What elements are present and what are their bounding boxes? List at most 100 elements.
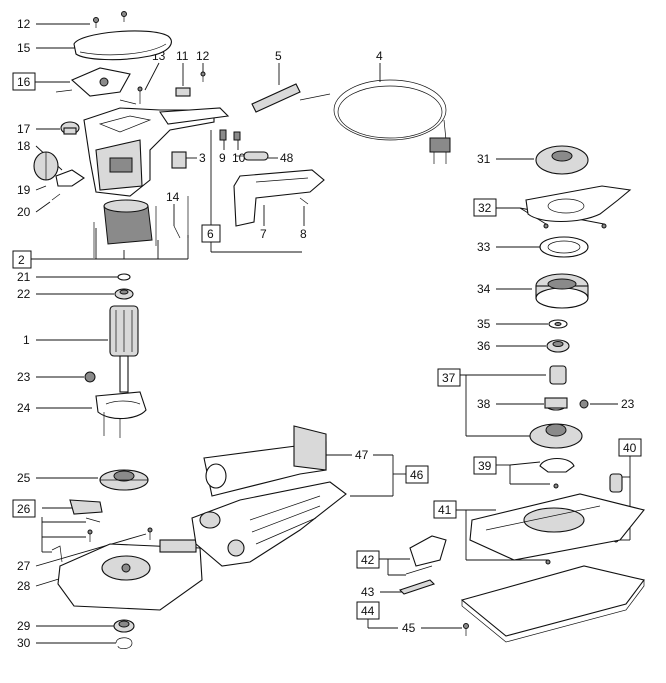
label-2: 2	[12, 228, 189, 269]
speed-dial-18-icon	[33, 151, 85, 187]
svg-text:28: 28	[17, 579, 31, 593]
screw-45-icon	[463, 623, 469, 636]
label-45: 45	[368, 621, 462, 635]
fan-guard-24-icon	[95, 391, 147, 438]
label-23-left: 23	[17, 370, 84, 384]
screw-12-mid-icon	[200, 71, 206, 82]
fan-31-icon	[535, 145, 589, 175]
svg-text:47: 47	[355, 448, 369, 462]
label-11: 11	[176, 49, 189, 86]
washer-21-icon	[117, 273, 131, 281]
label-7: 7	[260, 205, 267, 241]
clamp-26-icon	[51, 499, 103, 563]
brake-39-icon	[539, 457, 575, 489]
armature-1-icon	[109, 305, 139, 393]
label-5: 5	[275, 49, 282, 85]
label-15: 15	[17, 41, 78, 55]
svg-text:6: 6	[207, 227, 214, 241]
label-29: 29	[17, 619, 116, 633]
svg-text:46: 46	[410, 468, 424, 482]
svg-text:17: 17	[17, 122, 31, 136]
label-42: 42	[356, 550, 410, 576]
motor-housing-icon	[83, 107, 230, 197]
label-21: 21	[17, 270, 118, 284]
svg-text:39: 39	[478, 459, 492, 473]
svg-text:22: 22	[17, 287, 31, 301]
svg-text:31: 31	[477, 152, 491, 166]
label-16: 16	[12, 72, 70, 91]
bearing-housing-34-icon	[535, 273, 589, 309]
svg-text:34: 34	[477, 282, 491, 296]
stator-icon	[93, 199, 157, 258]
svg-text:23: 23	[17, 370, 31, 384]
knob-17-icon	[60, 121, 80, 135]
label-24: 24	[17, 401, 92, 415]
wire-14-icon	[173, 196, 189, 239]
motor-cover-icon	[73, 30, 172, 61]
label-25: 25	[17, 471, 98, 485]
label-27: 27	[17, 533, 147, 573]
bearing-36-icon	[546, 339, 570, 353]
label-44: 44	[356, 601, 380, 628]
bearing-38-icon	[544, 397, 568, 411]
screw-8-icon	[299, 197, 309, 205]
label-20: 20	[17, 201, 51, 219]
svg-text:30: 30	[17, 636, 31, 650]
dust-extractor-46-icon	[191, 481, 347, 567]
screw-41-icon	[545, 559, 551, 565]
svg-text:12: 12	[196, 49, 210, 63]
label-47: 47	[325, 448, 393, 462]
svg-text:40: 40	[623, 441, 637, 455]
label-19: 19	[17, 183, 47, 197]
svg-text:27: 27	[17, 559, 31, 573]
svg-text:21: 21	[17, 270, 31, 284]
label-3: 3	[185, 151, 206, 165]
label-28: 28	[17, 577, 63, 593]
label-35: 35	[477, 317, 548, 331]
label-12-top: 12	[17, 17, 90, 31]
svg-text:24: 24	[17, 401, 31, 415]
label-41: 41	[433, 500, 548, 561]
label-17: 17	[17, 122, 60, 136]
svg-text:38: 38	[477, 397, 491, 411]
label-4: 4	[376, 49, 383, 82]
base-plate-41-icon	[469, 493, 645, 561]
fan-25-icon	[99, 469, 149, 491]
svg-text:35: 35	[477, 317, 491, 331]
handle-7-icon	[233, 169, 325, 227]
svg-text:2: 2	[18, 253, 25, 267]
svg-text:5: 5	[275, 49, 282, 63]
counterweight-37-icon	[529, 423, 583, 449]
svg-text:10: 10	[232, 151, 246, 165]
svg-text:20: 20	[17, 205, 31, 219]
svg-text:45: 45	[402, 621, 416, 635]
label-14: 14	[166, 190, 180, 226]
label-1: 1	[23, 333, 108, 347]
svg-text:44: 44	[361, 604, 375, 618]
svg-text:14: 14	[166, 190, 180, 204]
cord-sleeve-5-icon	[251, 83, 301, 113]
bearing-29-icon	[113, 619, 135, 633]
label-9: 9	[219, 140, 226, 165]
cover-plate-icon	[55, 67, 137, 105]
svg-text:23: 23	[621, 397, 635, 411]
label-10: 10	[232, 140, 246, 165]
ring-33-icon	[539, 236, 589, 258]
svg-text:48: 48	[280, 151, 294, 165]
svg-text:12: 12	[17, 17, 31, 31]
label-8: 8	[300, 206, 307, 241]
rod-43-icon	[398, 579, 436, 595]
svg-text:43: 43	[361, 585, 375, 599]
svg-text:11: 11	[176, 49, 189, 63]
svg-text:18: 18	[17, 139, 31, 153]
washer-35-icon	[548, 319, 568, 329]
svg-text:37: 37	[442, 371, 456, 385]
label-40: 40	[618, 438, 642, 541]
svg-text:36: 36	[477, 339, 491, 353]
svg-text:8: 8	[300, 227, 307, 241]
switch-3-icon	[171, 151, 187, 169]
sanding-pad-44-icon	[460, 565, 645, 643]
svg-text:19: 19	[17, 183, 31, 197]
svg-text:9: 9	[219, 151, 226, 165]
